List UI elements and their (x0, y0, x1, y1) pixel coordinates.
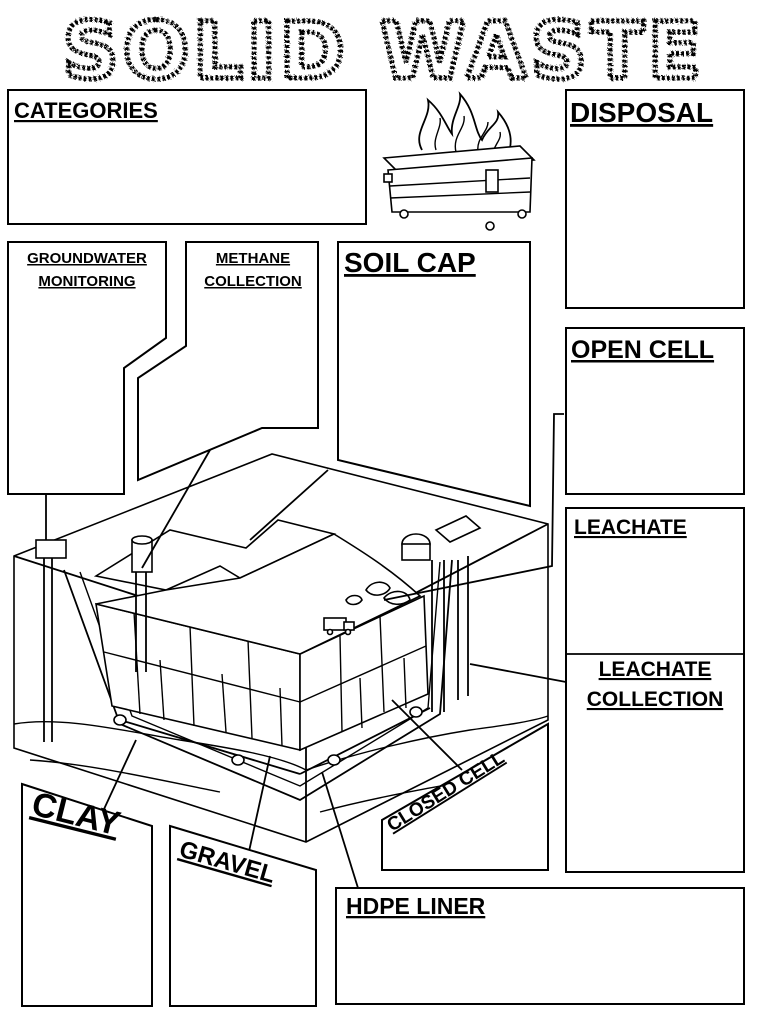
worksheet-title: SOLID WASTE (63, 7, 706, 97)
hdpe-liner-label: HDPE LINER (346, 893, 486, 919)
soil-cap-box: SOIL CAP (337, 241, 531, 508)
garbage-truck-icon (323, 617, 355, 636)
gravel-box: GRAVEL (169, 824, 317, 1007)
open-cell-label: OPEN CELL (571, 336, 714, 364)
groundwater-monitoring-box: GROUNDWATER MONITORING (7, 241, 167, 495)
clay-box: CLAY (21, 782, 153, 1007)
groundwater-label-line2: MONITORING (38, 273, 135, 290)
open-cell-box: OPEN CELL (565, 327, 745, 495)
leachate-label: LEACHATE (574, 516, 687, 539)
leader-lines (45, 413, 567, 889)
methane-collection-box: METHANE COLLECTION (137, 241, 319, 482)
methane-label-line2: COLLECTION (204, 273, 302, 290)
landfill-cross-section (13, 453, 549, 843)
disposal-box: DISPOSAL (565, 89, 745, 309)
hdpe-liner-box: HDPE LINER (335, 887, 745, 1005)
categories-box: CATEGORIES (7, 89, 367, 225)
burning-dumpster-icon (382, 91, 536, 231)
methane-label-line1: METHANE (216, 250, 290, 267)
groundwater-label-line1: GROUNDWATER (27, 250, 147, 267)
leachate-collection-label-line1: LEACHATE (599, 658, 712, 681)
leachate-box: LEACHATE LEACHATE COLLECTION (565, 507, 745, 873)
disposal-label: DISPOSAL (570, 97, 713, 128)
categories-label: CATEGORIES (14, 98, 158, 123)
soil-cap-label: SOIL CAP (344, 247, 476, 278)
leachate-collection-label-line2: COLLECTION (587, 688, 724, 711)
